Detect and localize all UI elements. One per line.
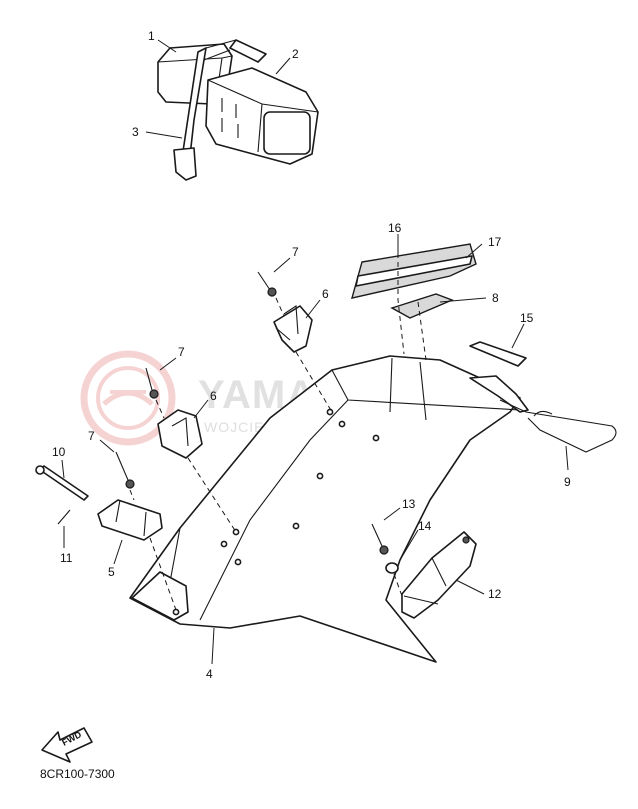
callout-5: 5 <box>108 565 115 579</box>
callout-6-middle: 6 <box>210 389 217 403</box>
fender-holes <box>172 408 380 616</box>
leader-lines <box>61 39 569 665</box>
callout-8: 8 <box>492 291 499 305</box>
part-11-pin <box>57 509 71 525</box>
callout-15: 15 <box>520 311 534 325</box>
callout-6-upper: 6 <box>322 287 329 301</box>
callout-7-lower: 7 <box>88 429 95 443</box>
callout-labels: 1 2 3 16 17 7 6 8 15 7 6 9 10 7 11 5 13 … <box>52 29 571 681</box>
part-5-bracket <box>97 499 177 611</box>
part-6-bracket-upper <box>273 305 333 413</box>
part-7-bolt-lower <box>115 451 135 501</box>
part-7-bolt-upper <box>257 271 285 317</box>
callout-10: 10 <box>52 445 66 459</box>
part-10-bolt <box>35 465 89 501</box>
callout-3: 3 <box>132 125 139 139</box>
callout-11: 11 <box>60 551 73 565</box>
part-9-bracket <box>469 375 617 453</box>
decal-set <box>351 243 477 361</box>
callout-13: 13 <box>402 497 416 511</box>
callout-4: 4 <box>206 667 213 681</box>
callout-9: 9 <box>564 475 571 489</box>
watermark-logo-icon <box>80 350 176 446</box>
callout-12: 12 <box>488 587 502 601</box>
diagram-code: 8CR100-7300 <box>40 767 115 781</box>
part-6-bracket-middle <box>157 409 237 533</box>
callout-14: 14 <box>418 519 432 533</box>
part-13-bolt <box>371 523 389 555</box>
callout-7-upper: 7 <box>292 245 299 259</box>
callout-2: 2 <box>292 47 299 61</box>
part-12-bracket <box>401 531 477 619</box>
callout-1: 1 <box>148 29 155 43</box>
part-4-rear-fender <box>129 355 521 663</box>
part-7-bolt-middle <box>145 367 165 419</box>
part-14-nut <box>385 562 403 597</box>
callout-16: 16 <box>388 221 402 235</box>
callout-17: 17 <box>488 235 502 249</box>
tool-case-assembly <box>157 39 319 181</box>
part-15-strip <box>469 341 527 367</box>
part-8-decal <box>390 293 454 319</box>
callout-7-middle: 7 <box>178 345 185 359</box>
fwd-arrow-icon: FWD <box>41 727 93 763</box>
